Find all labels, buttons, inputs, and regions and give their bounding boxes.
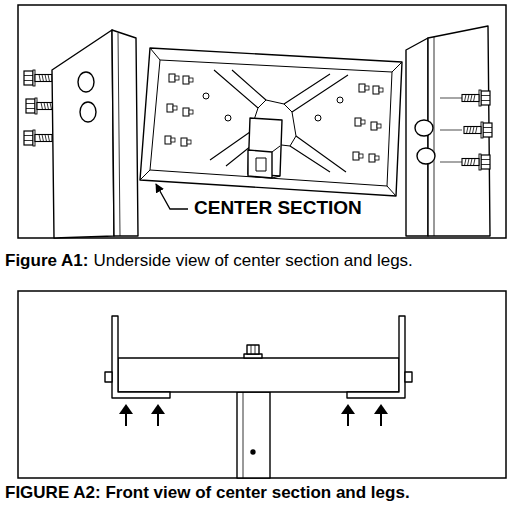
tray-studs: [369, 154, 379, 162]
right-bolts: [462, 90, 490, 106]
tray-studs: [337, 97, 343, 103]
figure-caption: Underside view of center section and leg…: [93, 251, 412, 271]
push-arrows: [125, 412, 127, 426]
front-view-assembly: [251, 345, 252, 354]
leader-line: [156, 184, 188, 209]
right-leg: [434, 37, 435, 236]
left-bolts: [26, 98, 54, 114]
front-view-assembly: [347, 316, 405, 398]
tray-studs: [165, 136, 175, 144]
push-arrows: [151, 404, 165, 414]
push-arrows: [119, 404, 133, 414]
left-leg: [118, 33, 120, 236]
left-leg: [52, 30, 114, 238]
tray-studs: [355, 118, 365, 126]
left-bolts: [24, 70, 52, 86]
center-section: [248, 150, 272, 178]
right-leg: [417, 148, 435, 164]
push-arrows: [157, 412, 159, 426]
push-arrows: [341, 404, 355, 414]
left-leg: [78, 72, 94, 92]
tray-studs: [183, 76, 193, 84]
figure-caption: FIGURE A2: Front view of center section …: [5, 483, 410, 503]
front-view-assembly: [247, 345, 259, 354]
left-leg: [80, 102, 96, 122]
center-section: [140, 48, 402, 196]
center-section: [272, 176, 280, 178]
front-view-assembly: [118, 358, 399, 392]
center-section: [392, 62, 402, 72]
front-view-assembly: [105, 316, 412, 478]
right-leg: [415, 120, 433, 136]
right-bolts: [440, 90, 492, 170]
figure-caption: Figure A1:: [5, 251, 88, 271]
front-view-assembly: [112, 316, 170, 398]
tray-studs: [165, 74, 383, 162]
part-label: CENTER SECTION: [194, 197, 362, 219]
right-leg: [406, 38, 428, 236]
push-arrows: [347, 412, 349, 426]
right-bolts: [440, 98, 462, 99]
right-bolts: [462, 154, 490, 170]
tray-studs: [169, 74, 179, 82]
tray-studs: [181, 138, 191, 146]
tray-studs: [225, 115, 231, 121]
tray-studs: [167, 104, 177, 112]
left-leg: [112, 30, 138, 236]
front-view-assembly: [251, 450, 255, 454]
center-section: [150, 48, 160, 60]
tray-studs: [353, 152, 363, 160]
tray-studs: [203, 93, 209, 99]
push-arrows: [380, 412, 382, 426]
push-arrows: [374, 404, 388, 414]
center-section: [140, 170, 150, 180]
front-view-assembly: [105, 372, 112, 382]
figure-frame: [18, 5, 506, 238]
center-section: [387, 186, 396, 196]
front-view-assembly: [237, 392, 270, 478]
left-bolts: [24, 130, 52, 146]
right-bolts: [440, 130, 462, 131]
right-bolts: [440, 162, 462, 163]
tray-studs: [359, 84, 369, 92]
right-bolts: [464, 122, 492, 138]
front-view-assembly: [255, 345, 256, 354]
tray-studs: [371, 122, 381, 130]
front-view-assembly: [405, 372, 412, 382]
center-section: [272, 146, 280, 152]
tray-studs: [373, 86, 383, 94]
tray-studs: [315, 115, 321, 121]
figure-frame: [18, 291, 506, 478]
center-section: [140, 48, 402, 196]
left-leg: [52, 30, 138, 238]
center-section: [150, 60, 392, 186]
push-arrows: [119, 404, 388, 426]
front-view-assembly: [243, 392, 244, 478]
center-section: [256, 158, 266, 171]
tray-studs: [183, 108, 193, 116]
